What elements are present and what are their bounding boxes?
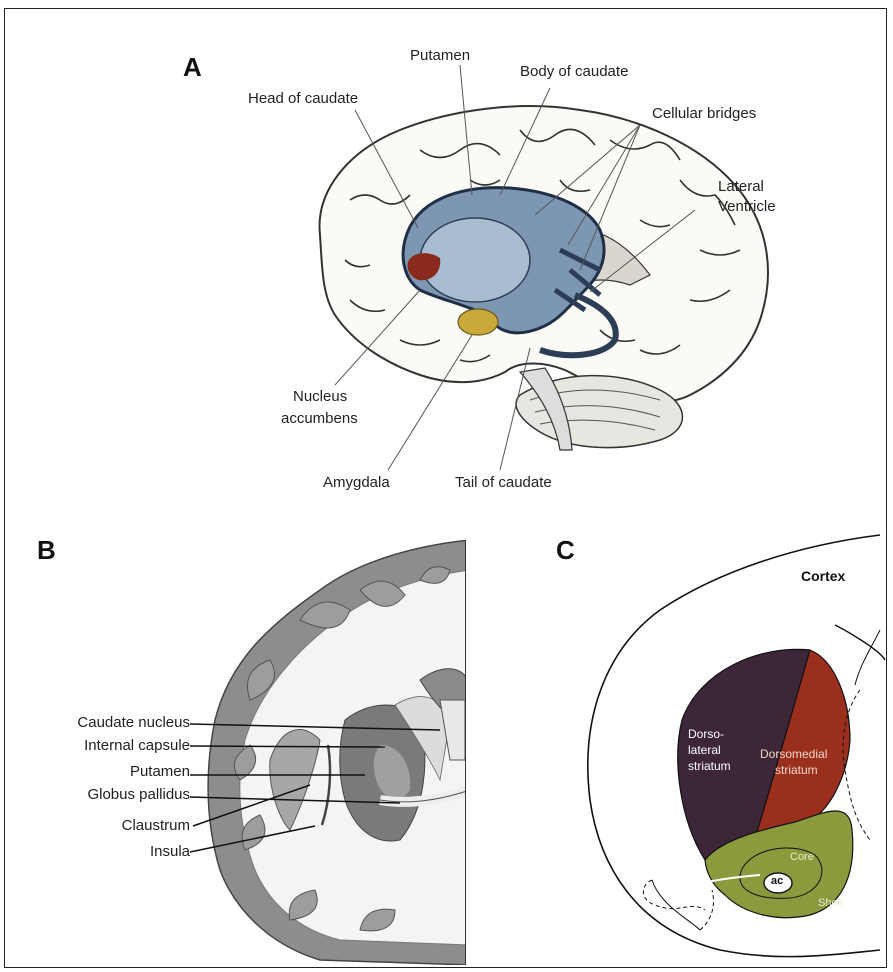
label-dorsolateral-line2: lateral <box>688 743 721 757</box>
label-dorsomedial-line1: Dorsomedial <box>760 747 827 761</box>
label-dorsolateral-line3: striatum <box>688 759 731 773</box>
label-cortex: Cortex <box>801 568 845 584</box>
label-core: Core <box>790 851 814 863</box>
label-ac: ac <box>771 875 783 887</box>
label-shell: Shell <box>818 897 842 909</box>
label-dorsomedial-line2: striatum <box>775 763 818 777</box>
label-dorsolateral-line1: Dorso- <box>688 727 724 741</box>
